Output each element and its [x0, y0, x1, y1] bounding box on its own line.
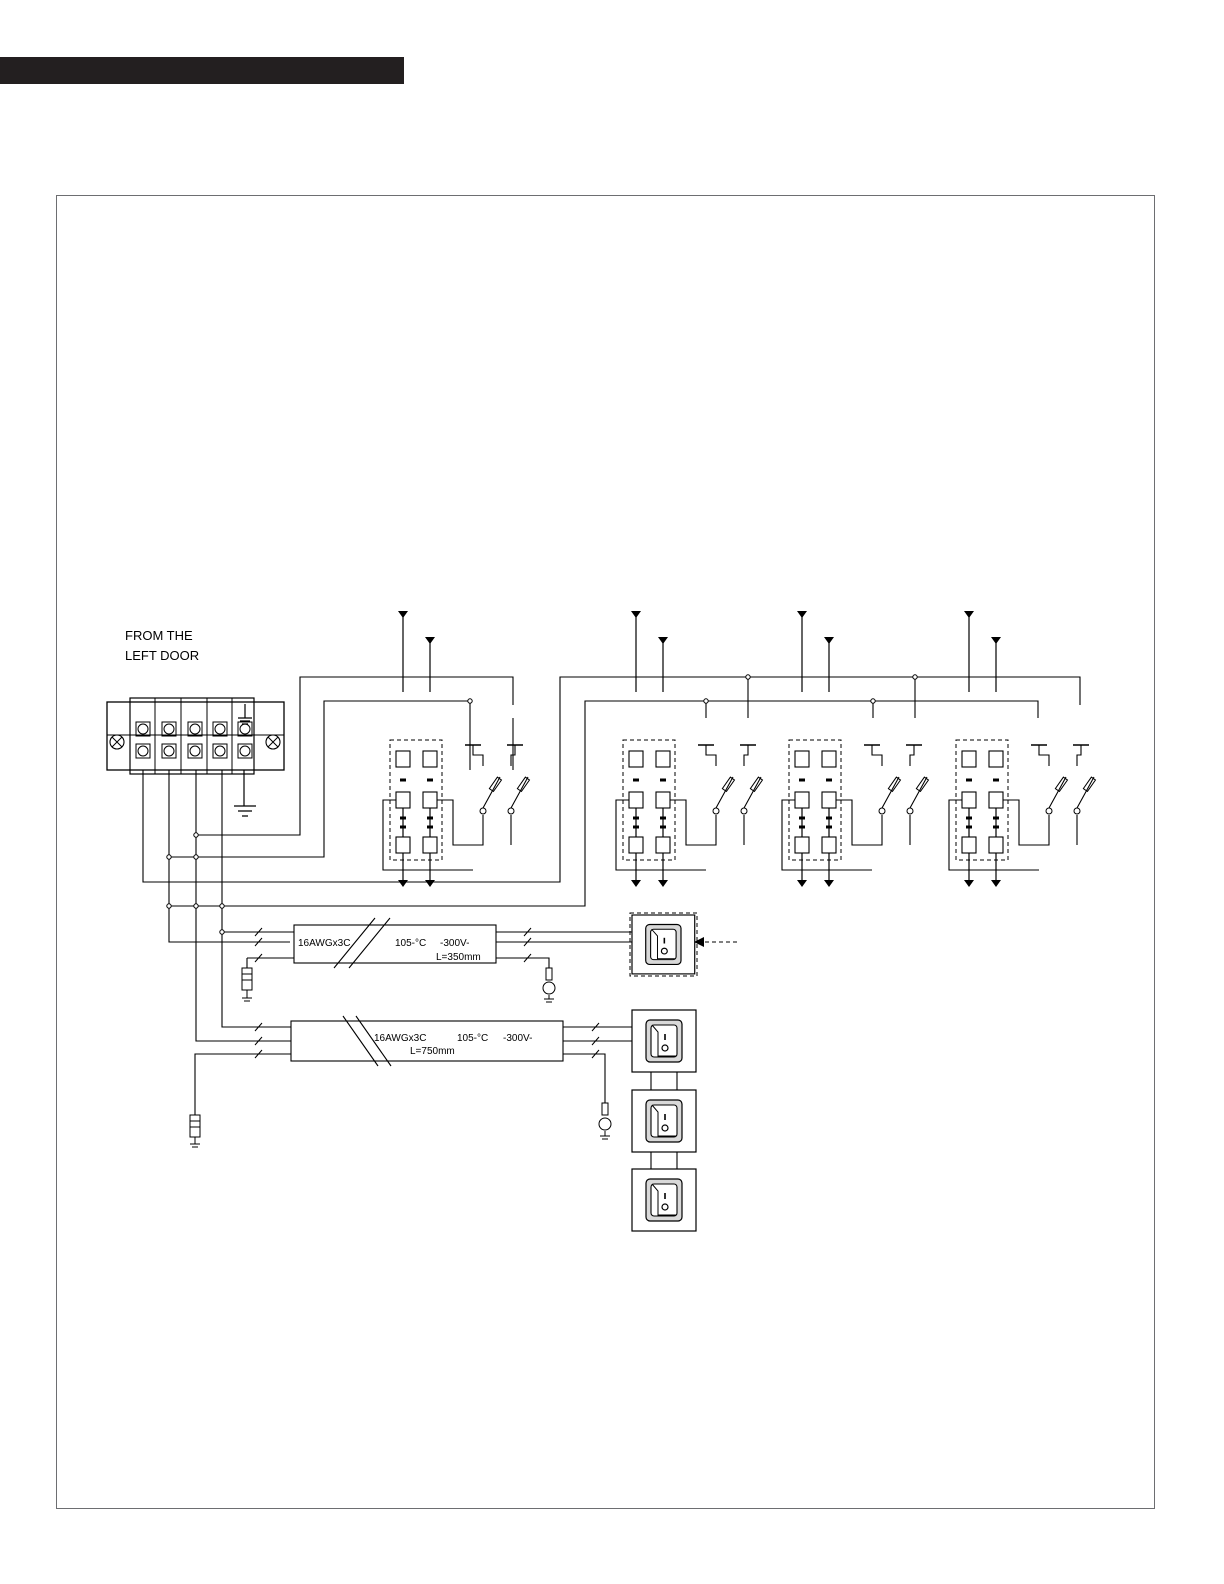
cable-long-length: L=750mm	[410, 1046, 455, 1057]
cable-long-sheath	[255, 1016, 599, 1066]
relay-contact-icon	[383, 611, 1095, 887]
cable-short-voltage: -300V-	[440, 938, 469, 949]
spade-connector-icon	[190, 968, 252, 1147]
source-label-line2: LEFT DOOR	[125, 648, 199, 663]
cable-short-gauge: 16AWGx3C	[298, 938, 350, 949]
cable-short-sheath	[255, 918, 531, 968]
cable-short-length: L=350mm	[436, 952, 481, 963]
fuse-icon	[470, 718, 513, 770]
rocker-switch-icon	[630, 913, 697, 1231]
terminal-block-icon	[107, 698, 284, 774]
cable-short-temp: 105-°C	[395, 938, 426, 949]
cable-long-voltage: -300V-	[503, 1033, 532, 1044]
arrow-icon	[694, 937, 704, 947]
cable-long-gauge: 16AWGx3C	[374, 1033, 426, 1044]
cable-long-temp: 105-°C	[457, 1033, 488, 1044]
source-label-line1: FROM THE	[125, 628, 193, 643]
